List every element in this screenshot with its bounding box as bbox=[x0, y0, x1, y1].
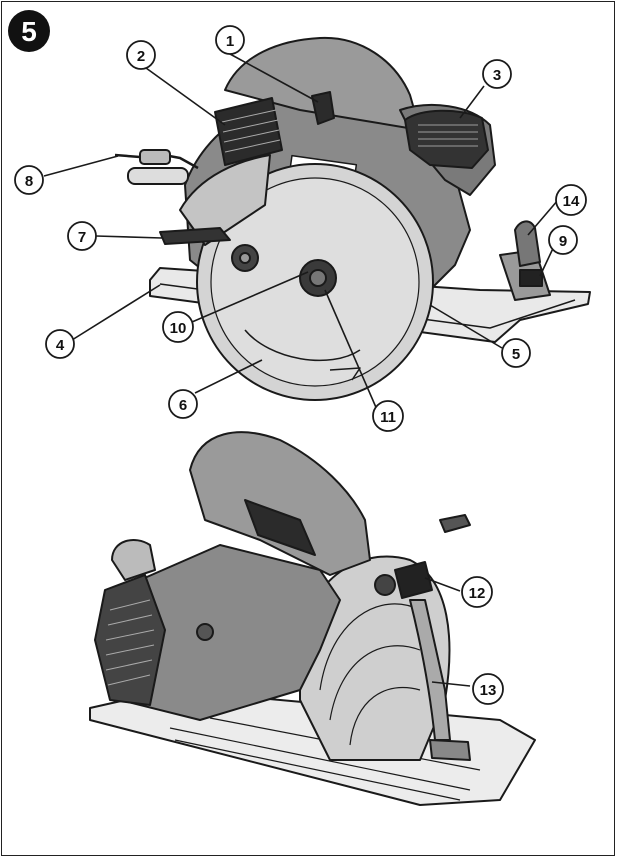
top-saw-illustration bbox=[114, 36, 591, 401]
svg-text:10: 10 bbox=[170, 320, 187, 337]
svg-text:3: 3 bbox=[493, 67, 501, 84]
leader-lines bbox=[43, 53, 559, 687]
callout-14: 14 bbox=[555, 184, 587, 216]
svg-text:2: 2 bbox=[137, 48, 145, 65]
svg-text:6: 6 bbox=[179, 397, 187, 414]
svg-text:9: 9 bbox=[559, 233, 567, 250]
callout-12: 12 bbox=[461, 576, 493, 608]
callouts: 1 2 3 4 5 6 7 8 9 10 11 12 13 14 bbox=[14, 25, 587, 705]
callout-4: 4 bbox=[45, 329, 75, 359]
callout-13: 13 bbox=[472, 673, 504, 705]
figure-number-badge: 5 bbox=[8, 10, 50, 52]
callout-1: 1 bbox=[215, 25, 245, 55]
svg-text:13: 13 bbox=[480, 682, 497, 699]
callout-9: 9 bbox=[548, 225, 578, 255]
svg-text:7: 7 bbox=[78, 229, 86, 246]
bottom-saw-illustration bbox=[89, 431, 536, 806]
svg-text:4: 4 bbox=[56, 337, 65, 354]
svg-text:1: 1 bbox=[226, 33, 234, 50]
svg-text:14: 14 bbox=[563, 193, 580, 210]
callout-10: 10 bbox=[162, 311, 194, 343]
figure-number: 5 bbox=[21, 16, 37, 47]
callout-3: 3 bbox=[482, 59, 512, 89]
svg-text:12: 12 bbox=[469, 585, 486, 602]
svg-text:8: 8 bbox=[25, 173, 33, 190]
svg-text:11: 11 bbox=[380, 409, 396, 426]
callout-2: 2 bbox=[126, 40, 156, 70]
svg-text:5: 5 bbox=[512, 346, 520, 363]
callout-6: 6 bbox=[168, 389, 198, 419]
callout-8: 8 bbox=[14, 165, 44, 195]
callout-11: 11 bbox=[372, 400, 404, 432]
callout-5: 5 bbox=[501, 338, 531, 368]
callout-7: 7 bbox=[67, 221, 97, 251]
